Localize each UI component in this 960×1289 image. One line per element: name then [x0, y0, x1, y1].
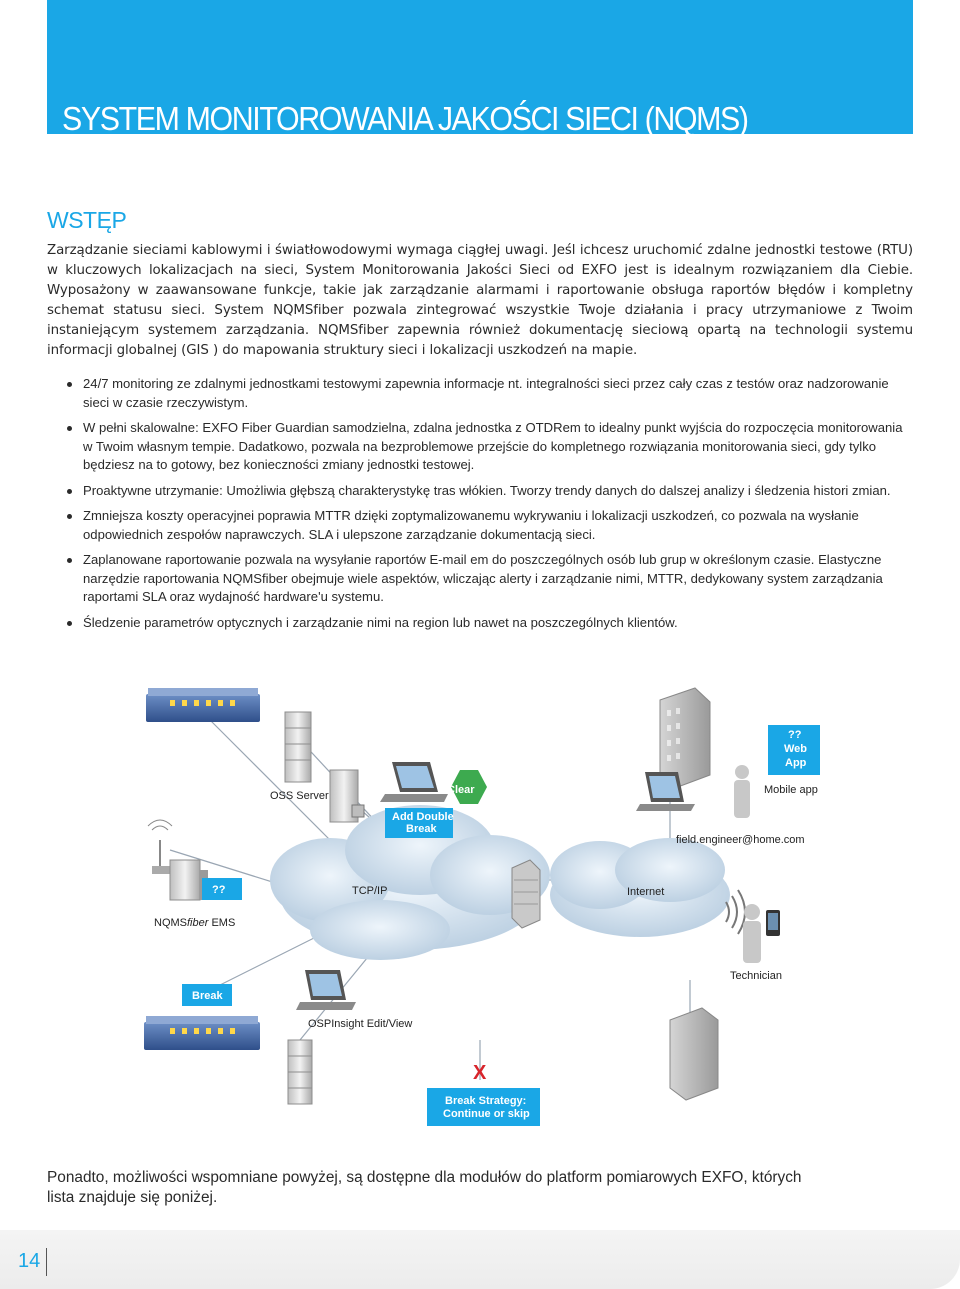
add-double-break-badge: Add Double Break	[385, 808, 454, 838]
footer-paragraph: Ponadto, możliwości wspomniane powyżej, …	[47, 1169, 802, 1206]
break-badge: Break	[182, 984, 232, 1006]
wireless-antenna-icon	[147, 819, 173, 874]
ems-badge: ??	[202, 878, 242, 900]
tcp-ip-cloud	[270, 805, 550, 960]
svg-text:??: ??	[788, 729, 802, 741]
technician-icon	[743, 904, 761, 963]
clear-label: Clear	[447, 784, 475, 796]
laptop-icon	[380, 762, 448, 802]
page-title: SYSTEM MONITOROWANIA JAKOŚCI SIECI (NQMS…	[62, 100, 749, 137]
svg-text:Break Strategy:: Break Strategy:	[445, 1095, 526, 1107]
clear-badge: Clear	[447, 770, 487, 804]
laptop-icon	[636, 772, 695, 811]
osp-insight-label: OSPInsight Edit/View	[308, 1018, 412, 1030]
fault-x-icon: X	[473, 1062, 487, 1084]
list-item: Zaplanowane raportowanie pozwala na wysy…	[64, 551, 904, 607]
svg-text:Add Double: Add Double	[392, 811, 454, 823]
rtu-unit-bottom	[144, 1016, 260, 1050]
office-building-icon	[669, 1007, 719, 1101]
svg-text:Break: Break	[406, 823, 437, 835]
user-icon	[734, 765, 750, 818]
feature-list: 24/7 monitoring ze zdalnymi jednostkami …	[64, 375, 904, 639]
list-item: Zmniejsza koszty operacyjnei poprawia MT…	[64, 507, 904, 544]
network-diagram: TCP/IP Internet OSS Server Cle	[144, 687, 820, 1126]
page-footer-band	[0, 1230, 960, 1289]
svg-text:??: ??	[212, 884, 226, 896]
tcp-ip-label: TCP/IP	[352, 885, 387, 897]
laptop-icon	[296, 970, 356, 1010]
svg-text:Break: Break	[192, 990, 223, 1002]
svg-text:App: App	[785, 757, 807, 769]
list-item: 24/7 monitoring ze zdalnymi jednostkami …	[64, 375, 904, 412]
firewall-icon	[511, 859, 541, 929]
office-building-icon	[659, 687, 711, 789]
list-item: Śledzenie parametrów optycznych i zarząd…	[64, 614, 904, 633]
mobile-phone-icon	[766, 910, 780, 936]
break-strategy-badge: Break Strategy: Continue or skip	[427, 1088, 540, 1126]
internet-cloud	[550, 838, 730, 937]
field-engineer-label: field.engineer@home.com	[676, 834, 805, 846]
internet-label: Internet	[627, 886, 664, 898]
page-number: 14	[18, 1250, 41, 1272]
svg-text:Continue or skip: Continue or skip	[443, 1108, 530, 1120]
mobile-app-label: Mobile app	[764, 784, 818, 796]
nqms-ems-label: NQMSfiber EMS	[154, 917, 235, 929]
svg-text:Web: Web	[784, 743, 807, 755]
list-item: W pełni skalowalne: EXFO Fiber Guardian …	[64, 419, 904, 475]
page-number-divider	[46, 1248, 47, 1276]
intro-paragraph: Zarządzanie sieciami kablowymi i światło…	[47, 243, 913, 358]
web-app-badge: ?? Web App	[768, 725, 820, 775]
list-item: Proaktywne utrzymanie: Umożliwia głębszą…	[64, 482, 904, 501]
secure-server-icon	[329, 769, 365, 823]
oss-server-label: OSS Server	[270, 790, 329, 802]
rtu-unit-top	[146, 688, 260, 722]
oss-server-icon	[284, 711, 312, 783]
section-heading: WSTĘP	[47, 207, 127, 233]
technician-label: Technician	[730, 970, 782, 982]
server-icon	[287, 1039, 313, 1105]
header-band	[47, 0, 913, 134]
